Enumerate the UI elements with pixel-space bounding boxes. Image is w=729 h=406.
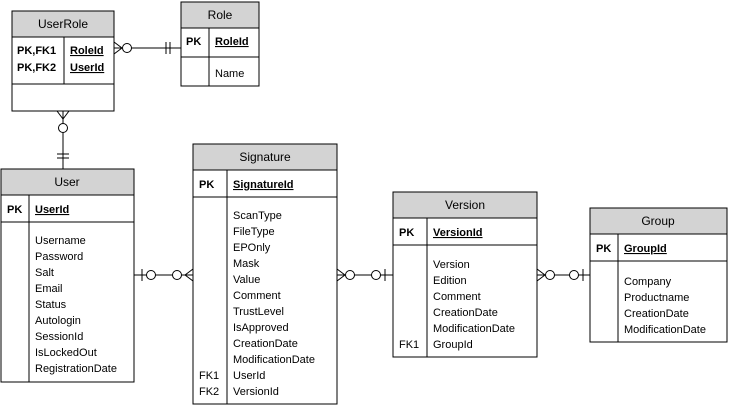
field: ModificationDate: [624, 324, 706, 336]
field: Company: [624, 276, 672, 288]
key-label: PK: [596, 243, 611, 255]
pk-field: UserId: [70, 62, 104, 74]
entity-group[interactable]: Group PK GroupId Company Productname Cre…: [589, 207, 728, 343]
field: RegistrationDate: [35, 363, 117, 375]
relationship-signature-version: [336, 268, 393, 282]
field: ModificationDate: [233, 354, 315, 366]
pk-field: SignatureId: [233, 179, 294, 191]
field: UserId: [233, 370, 265, 382]
field: ScanType: [233, 210, 282, 222]
entity-title: Role: [208, 8, 233, 22]
field: CreationDate: [433, 307, 498, 319]
relationship-userrole-role: [113, 41, 181, 55]
entity-header: [192, 143, 338, 171]
pk-field: RoleId: [70, 45, 104, 57]
field: IsApproved: [233, 322, 289, 334]
field: Email: [35, 283, 63, 295]
pk-field: VersionId: [433, 227, 483, 239]
fk-label: FK2: [199, 386, 219, 398]
field: Mask: [233, 258, 260, 270]
fk-label: FK1: [399, 339, 419, 351]
entity-userrole[interactable]: UserRole PK,FK1 PK,FK2 RoleId UserId: [11, 10, 115, 112]
field: Password: [35, 251, 83, 263]
field: Edition: [433, 275, 467, 287]
key-label: PK: [7, 204, 22, 216]
field: Productname: [624, 292, 689, 304]
entity-header: [11, 10, 115, 38]
relationship-user-signature: [134, 268, 194, 282]
relationship-version-group: [536, 268, 590, 282]
entity-title: Version: [445, 198, 485, 212]
entity-header: [180, 1, 260, 29]
key-label: PK: [399, 227, 414, 239]
field: FileType: [233, 226, 275, 238]
field: Status: [35, 299, 67, 311]
entity-title: User: [54, 175, 79, 189]
pk-field: UserId: [35, 204, 69, 216]
key-label: PK,FK2: [17, 62, 56, 74]
entity-user[interactable]: User PK UserId Username Password Salt Em…: [0, 168, 135, 383]
entity-role[interactable]: Role PK RoleId Name: [180, 1, 260, 87]
entity-title: Signature: [239, 150, 291, 164]
field: Value: [233, 274, 260, 286]
pk-field: GroupId: [624, 243, 667, 255]
pk-field: RoleId: [215, 36, 249, 48]
field: Name: [215, 68, 244, 80]
entity-version[interactable]: Version PK VersionId Version Edition Com…: [392, 191, 538, 358]
key-label: PK: [186, 36, 201, 48]
field: Salt: [35, 267, 54, 279]
entity-header: [0, 168, 135, 196]
field: Autologin: [35, 315, 81, 327]
field: Username: [35, 235, 86, 247]
entity-title: UserRole: [38, 17, 88, 31]
field: IsLockedOut: [35, 347, 97, 359]
field: EPOnly: [233, 242, 271, 254]
entity-title: Group: [641, 214, 675, 228]
field: ModificationDate: [433, 323, 515, 335]
field: TrustLevel: [233, 306, 284, 318]
field: Comment: [433, 291, 481, 303]
entity-header: [589, 207, 728, 235]
field: CreationDate: [233, 338, 298, 350]
key-label: PK: [199, 179, 214, 191]
key-label: PK,FK1: [17, 45, 56, 57]
field: VersionId: [233, 386, 279, 398]
field: SessionId: [35, 331, 83, 343]
field: CreationDate: [624, 308, 689, 320]
entity-header: [392, 191, 538, 219]
field: Comment: [233, 290, 281, 302]
field: GroupId: [433, 339, 473, 351]
relationship-userrole-user: [56, 110, 70, 169]
fk-label: FK1: [199, 370, 219, 382]
field: Version: [433, 259, 470, 271]
entity-signature[interactable]: Signature PK SignatureId ScanType FileTy…: [192, 143, 338, 405]
